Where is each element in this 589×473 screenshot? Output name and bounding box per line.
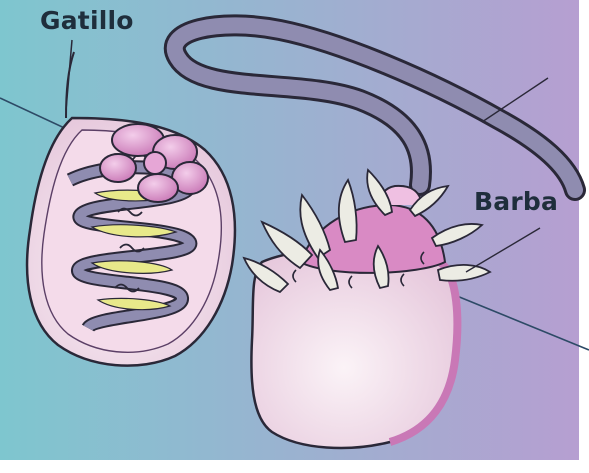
label-barba: Barba	[474, 187, 558, 216]
label-gatillo: Gatillo	[40, 6, 134, 35]
right-margin	[579, 0, 589, 473]
bottom-margin	[0, 460, 589, 473]
